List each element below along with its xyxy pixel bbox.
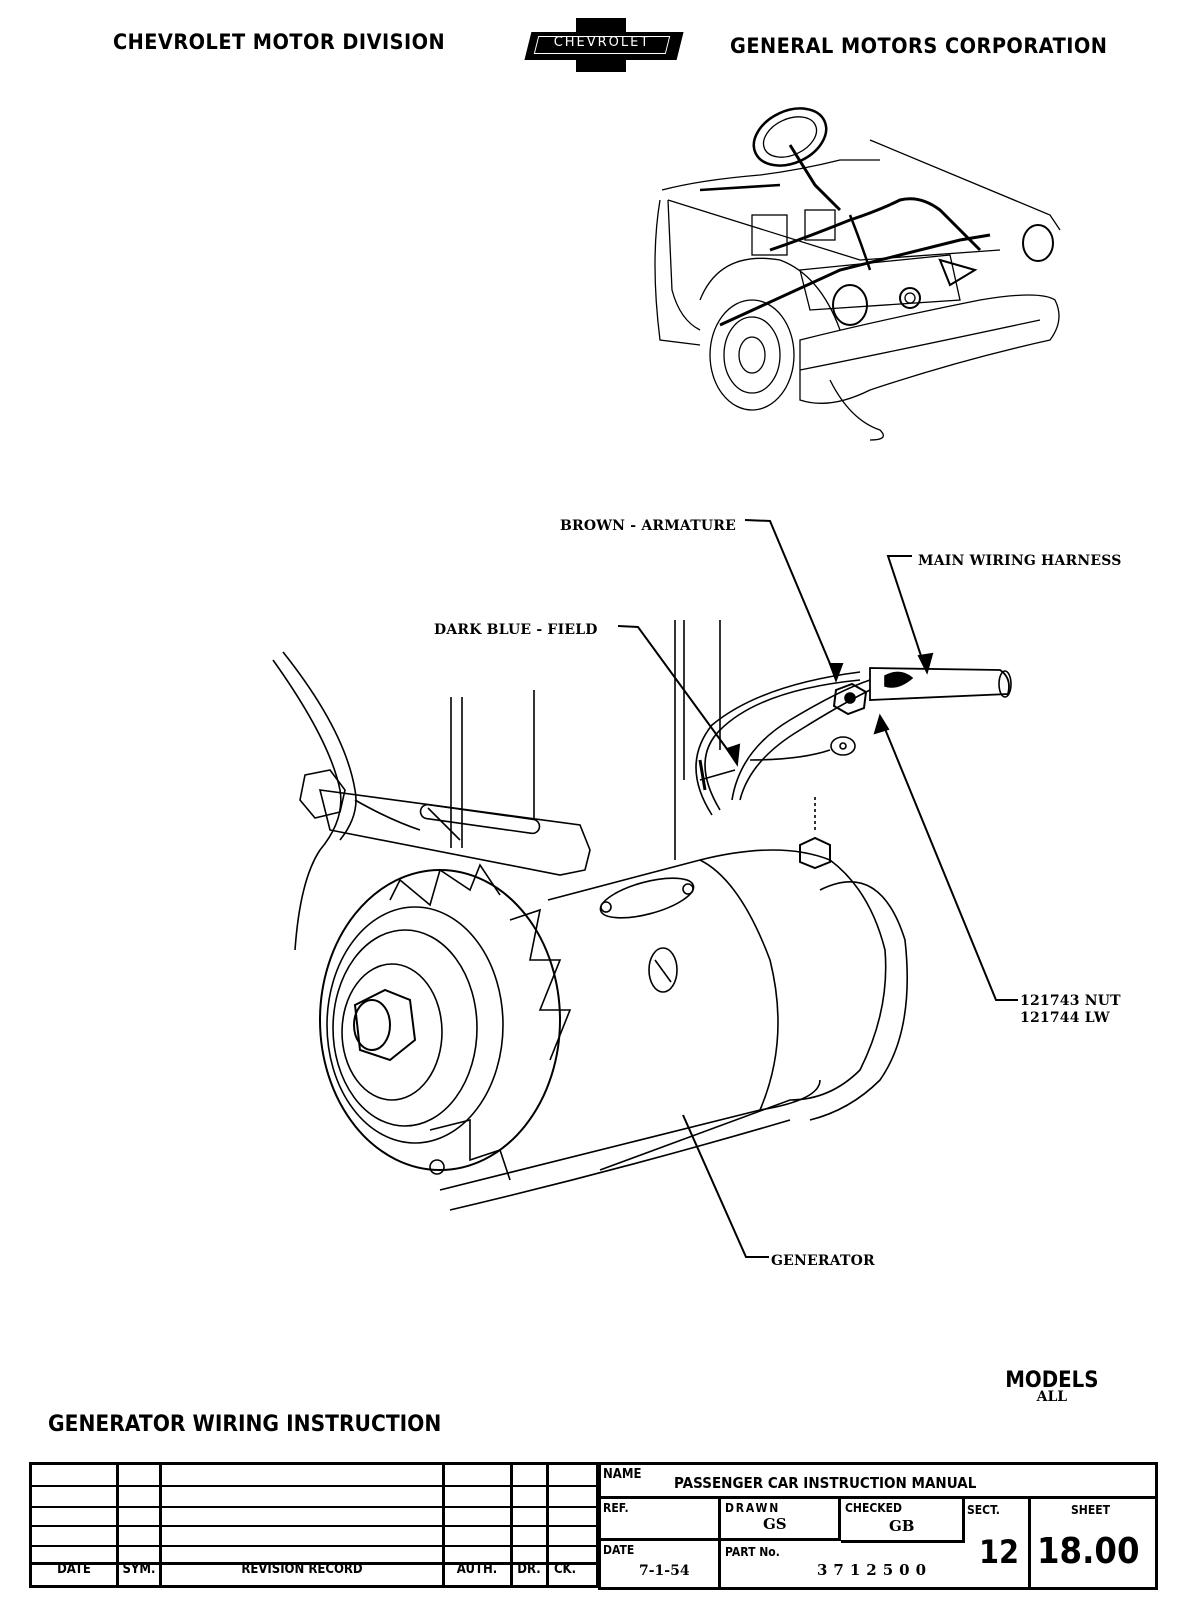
arrow-main-harness bbox=[917, 652, 934, 675]
date-label: DATE bbox=[603, 1543, 635, 1557]
sect-cell: SECT. 12 bbox=[965, 1499, 1031, 1587]
revision-header-date: DATE bbox=[57, 1562, 91, 1577]
leader-dark-blue-field bbox=[617, 625, 736, 761]
ref-cell: REF. bbox=[601, 1499, 721, 1541]
sect-value: 12 bbox=[979, 1533, 1020, 1571]
callout-nut: 121743 NUT bbox=[1020, 993, 1121, 1009]
revision-row-divider bbox=[32, 1485, 596, 1487]
callout-nut-lockwasher: 121743 NUT 121744 LW bbox=[1020, 993, 1121, 1027]
drawn-cell: DRAWN GS bbox=[721, 1499, 841, 1541]
date-cell: DATE 7-1-54 bbox=[601, 1541, 721, 1587]
leader-nut bbox=[882, 723, 1018, 1001]
checked-cell: CHECKED GB bbox=[841, 1499, 965, 1543]
name-value: PASSENGER CAR INSTRUCTION MANUAL bbox=[674, 1474, 977, 1492]
leader-lines bbox=[617, 519, 1018, 1258]
title-block: NAME PASSENGER CAR INSTRUCTION MANUAL RE… bbox=[598, 1462, 1158, 1590]
chevrolet-motor-division-heading: CHEVROLET MOTOR DIVISION bbox=[113, 30, 446, 54]
arrow-nut bbox=[873, 713, 890, 735]
callout-lock-washer: 121744 LW bbox=[1020, 1010, 1110, 1026]
part-number-label: PART No. bbox=[725, 1545, 780, 1559]
revision-header-auth: AUTH. bbox=[456, 1562, 498, 1577]
revision-col-divider bbox=[510, 1465, 513, 1585]
sheet-label: SHEET bbox=[1071, 1503, 1110, 1517]
revision-col-divider bbox=[442, 1465, 445, 1585]
part-number-cell: PART No. 3712500 bbox=[721, 1543, 965, 1587]
drawn-label: DRAWN bbox=[725, 1501, 781, 1515]
models-label: MODELS bbox=[1005, 1368, 1099, 1393]
revision-row-divider bbox=[32, 1545, 596, 1547]
revision-header-sym: SYM. bbox=[122, 1562, 156, 1577]
ref-label: REF. bbox=[603, 1501, 629, 1515]
revision-row-divider bbox=[32, 1506, 596, 1508]
revision-col-divider bbox=[116, 1465, 119, 1585]
name-label: NAME bbox=[603, 1467, 642, 1482]
name-cell: NAME PASSENGER CAR INSTRUCTION MANUAL bbox=[601, 1465, 1155, 1499]
revision-row-divider bbox=[32, 1525, 596, 1527]
callout-dark-blue-field: DARK BLUE - FIELD bbox=[434, 622, 598, 638]
callout-brown-armature: BROWN - ARMATURE bbox=[560, 518, 736, 534]
revision-header-ck: CK. bbox=[553, 1562, 577, 1577]
leader-brown-armature bbox=[744, 519, 837, 679]
general-motors-corporation-heading: GENERAL MOTORS CORPORATION bbox=[730, 34, 1108, 58]
arrow-brown-armature bbox=[828, 663, 844, 683]
date-value: 7-1-54 bbox=[639, 1563, 690, 1579]
logo-text: CHEVROLET bbox=[553, 35, 651, 50]
models-value: ALL bbox=[1036, 1389, 1068, 1405]
revision-col-divider bbox=[546, 1465, 549, 1585]
sheet-value: 18.00 bbox=[1037, 1531, 1140, 1572]
leader-main-harness bbox=[886, 555, 926, 669]
leader-generator bbox=[682, 1114, 769, 1258]
drawn-value: GS bbox=[763, 1515, 787, 1533]
sect-label: SECT. bbox=[967, 1503, 1000, 1517]
callout-main-wiring-harness: MAIN WIRING HARNESS bbox=[918, 553, 1122, 569]
revision-header-dr: DR. bbox=[517, 1562, 541, 1577]
part-number-value: 3712500 bbox=[817, 1561, 933, 1579]
document-title: GENERATOR WIRING INSTRUCTION bbox=[48, 1412, 442, 1437]
chevrolet-bowtie-logo: CHEVROLET bbox=[524, 18, 684, 72]
models-block: MODELS ALL bbox=[1000, 1368, 1104, 1405]
revision-col-divider bbox=[159, 1465, 162, 1585]
sheet-cell: SHEET 18.00 bbox=[1031, 1499, 1155, 1587]
checked-value: GB bbox=[889, 1517, 915, 1535]
checked-label: CHECKED bbox=[845, 1501, 902, 1515]
arrow-dark-blue-field bbox=[725, 743, 741, 767]
generator-assembly-illustration bbox=[272, 620, 1012, 1211]
revision-header-record: REVISION RECORD bbox=[241, 1562, 363, 1577]
callout-generator: GENERATOR bbox=[771, 1253, 875, 1269]
car-front-overview-illustration bbox=[654, 107, 1061, 441]
revision-record-table: DATE SYM. REVISION RECORD AUTH. DR. CK. bbox=[29, 1462, 599, 1588]
revision-header-divider bbox=[32, 1562, 596, 1565]
